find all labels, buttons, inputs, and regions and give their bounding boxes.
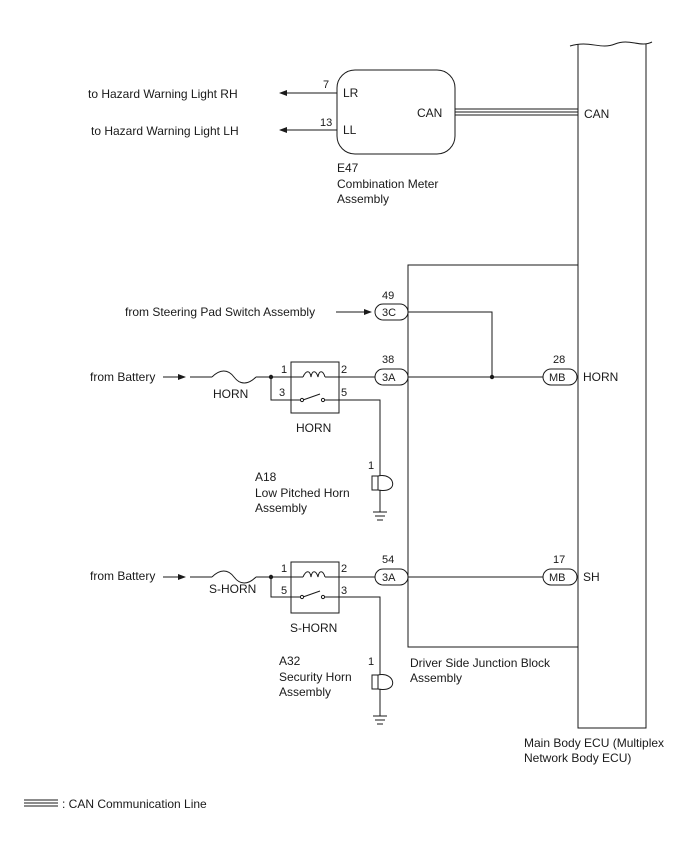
steering-input-label: from Steering Pad Switch Assembly	[125, 305, 315, 319]
horn-relay	[290, 361, 340, 414]
legend: : CAN Communication Line	[24, 797, 207, 811]
legend-can-label: : CAN Communication Line	[62, 797, 207, 811]
driver-side-junction-block: Driver Side Junction Block Assembly	[407, 264, 579, 685]
combination-meter: 7 LR 13 LL CAN E47 Combination Meter Ass…	[320, 69, 456, 206]
connector-3a-top-label: 3A	[382, 372, 396, 384]
shorn-relay-coil	[302, 571, 326, 578]
shorn-relay-pin5: 5	[281, 585, 287, 597]
shorn-fuse-label: S-HORN	[209, 582, 256, 596]
horn-circuit: from Battery HORN 1 2 3 5 HORN 1	[90, 361, 394, 521]
security-horn-name-line2: Assembly	[279, 685, 331, 699]
connector-mb-horn-number: 28	[553, 354, 565, 366]
low-horn-pin: 1	[368, 460, 374, 472]
shorn-circuit: from Battery S-HORN 1 2 5 3 S-HORN 1	[90, 561, 394, 725]
connector-3a-top: 38 3A	[374, 354, 409, 386]
ecu-break-line	[569, 41, 653, 47]
ecu-horn-pin-label: HORN	[583, 370, 618, 384]
low-horn-name-line1: Low Pitched Horn	[255, 486, 350, 500]
ecu-sh-pin-label: SH	[583, 570, 600, 584]
meter-name-line2: Assembly	[337, 192, 389, 206]
connector-3c: 49 3C	[374, 290, 409, 321]
connector-mb-sh: 17 MB	[542, 554, 578, 586]
connector-3a-bottom-number: 54	[382, 554, 394, 566]
security-horn-pin: 1	[368, 656, 374, 668]
battery-input-2-label: from Battery	[90, 569, 155, 583]
low-pitched-horn-icon	[371, 475, 394, 491]
horn-relay-pin5: 5	[341, 387, 347, 399]
hazard-rh-label: to Hazard Warning Light RH	[88, 87, 238, 101]
shorn-relay-pin3: 3	[341, 585, 347, 597]
low-horn-name-line2: Assembly	[255, 501, 307, 515]
meter-name-line1: Combination Meter	[337, 177, 438, 191]
security-horn-id: A32	[279, 654, 301, 668]
can-bus-lines	[455, 108, 578, 116]
can-line-legend-icon	[24, 799, 58, 807]
shorn-relay-pin2: 2	[341, 563, 347, 575]
splice-point	[489, 374, 495, 380]
connector-3a-bottom: 54 3A	[374, 554, 409, 586]
battery-input-1-label: from Battery	[90, 370, 155, 384]
junction-internal-wiring	[408, 311, 543, 578]
horn-relay-coil	[302, 371, 326, 378]
horn-relay-pin1: 1	[281, 364, 287, 376]
steering-input: from Steering Pad Switch Assembly	[125, 305, 372, 319]
shorn-relay-pin1: 1	[281, 563, 287, 575]
horn-fuse-label: HORN	[213, 387, 248, 401]
shorn-fuse	[211, 570, 257, 584]
meter-ll-pin-label: LL	[343, 123, 357, 137]
security-horn-name-line1: Security Horn	[279, 670, 352, 684]
meter-id: E47	[337, 161, 359, 175]
hazard-lh-label: to Hazard Warning Light LH	[91, 124, 239, 138]
main-body-ecu: CAN HORN SH Main Body ECU (Multiplex Net…	[524, 41, 664, 765]
low-horn-id: A18	[255, 470, 277, 484]
connector-mb-sh-label: MB	[549, 572, 566, 584]
meter-lr-pin-number: 7	[323, 79, 329, 91]
connector-3c-label: 3C	[382, 307, 396, 319]
horn-relay-label: HORN	[296, 421, 331, 435]
ground-icon	[373, 715, 387, 725]
meter-lr-pin-label: LR	[343, 86, 359, 100]
hazard-rh-output: to Hazard Warning Light RH	[88, 87, 337, 101]
horn-relay-pin3: 3	[279, 387, 285, 399]
connector-3a-top-number: 38	[382, 354, 394, 366]
meter-ll-pin-number: 13	[320, 117, 332, 129]
horn-relay-pin2: 2	[341, 364, 347, 376]
ecu-name-line1: Main Body ECU (Multiplex	[524, 736, 664, 750]
meter-can-pin-label: CAN	[417, 106, 442, 120]
connector-3c-number: 49	[382, 290, 394, 302]
shorn-relay-label: S-HORN	[290, 621, 337, 635]
shorn-relay	[290, 561, 340, 614]
ground-icon	[373, 511, 387, 521]
hazard-lh-output: to Hazard Warning Light LH	[91, 124, 337, 138]
connector-mb-horn: 28 MB	[542, 354, 578, 386]
ecu-name-line2: Network Body ECU)	[524, 751, 631, 765]
horn-fuse	[211, 370, 257, 384]
connector-mb-sh-number: 17	[553, 554, 565, 566]
connector-3a-bottom-label: 3A	[382, 572, 396, 584]
connector-mb-horn-label: MB	[549, 372, 566, 384]
junction-block-name-line2: Assembly	[410, 671, 462, 685]
security-horn-icon	[371, 674, 394, 690]
ecu-can-pin-label: CAN	[584, 107, 609, 121]
junction-block-name-line1: Driver Side Junction Block	[410, 656, 551, 670]
